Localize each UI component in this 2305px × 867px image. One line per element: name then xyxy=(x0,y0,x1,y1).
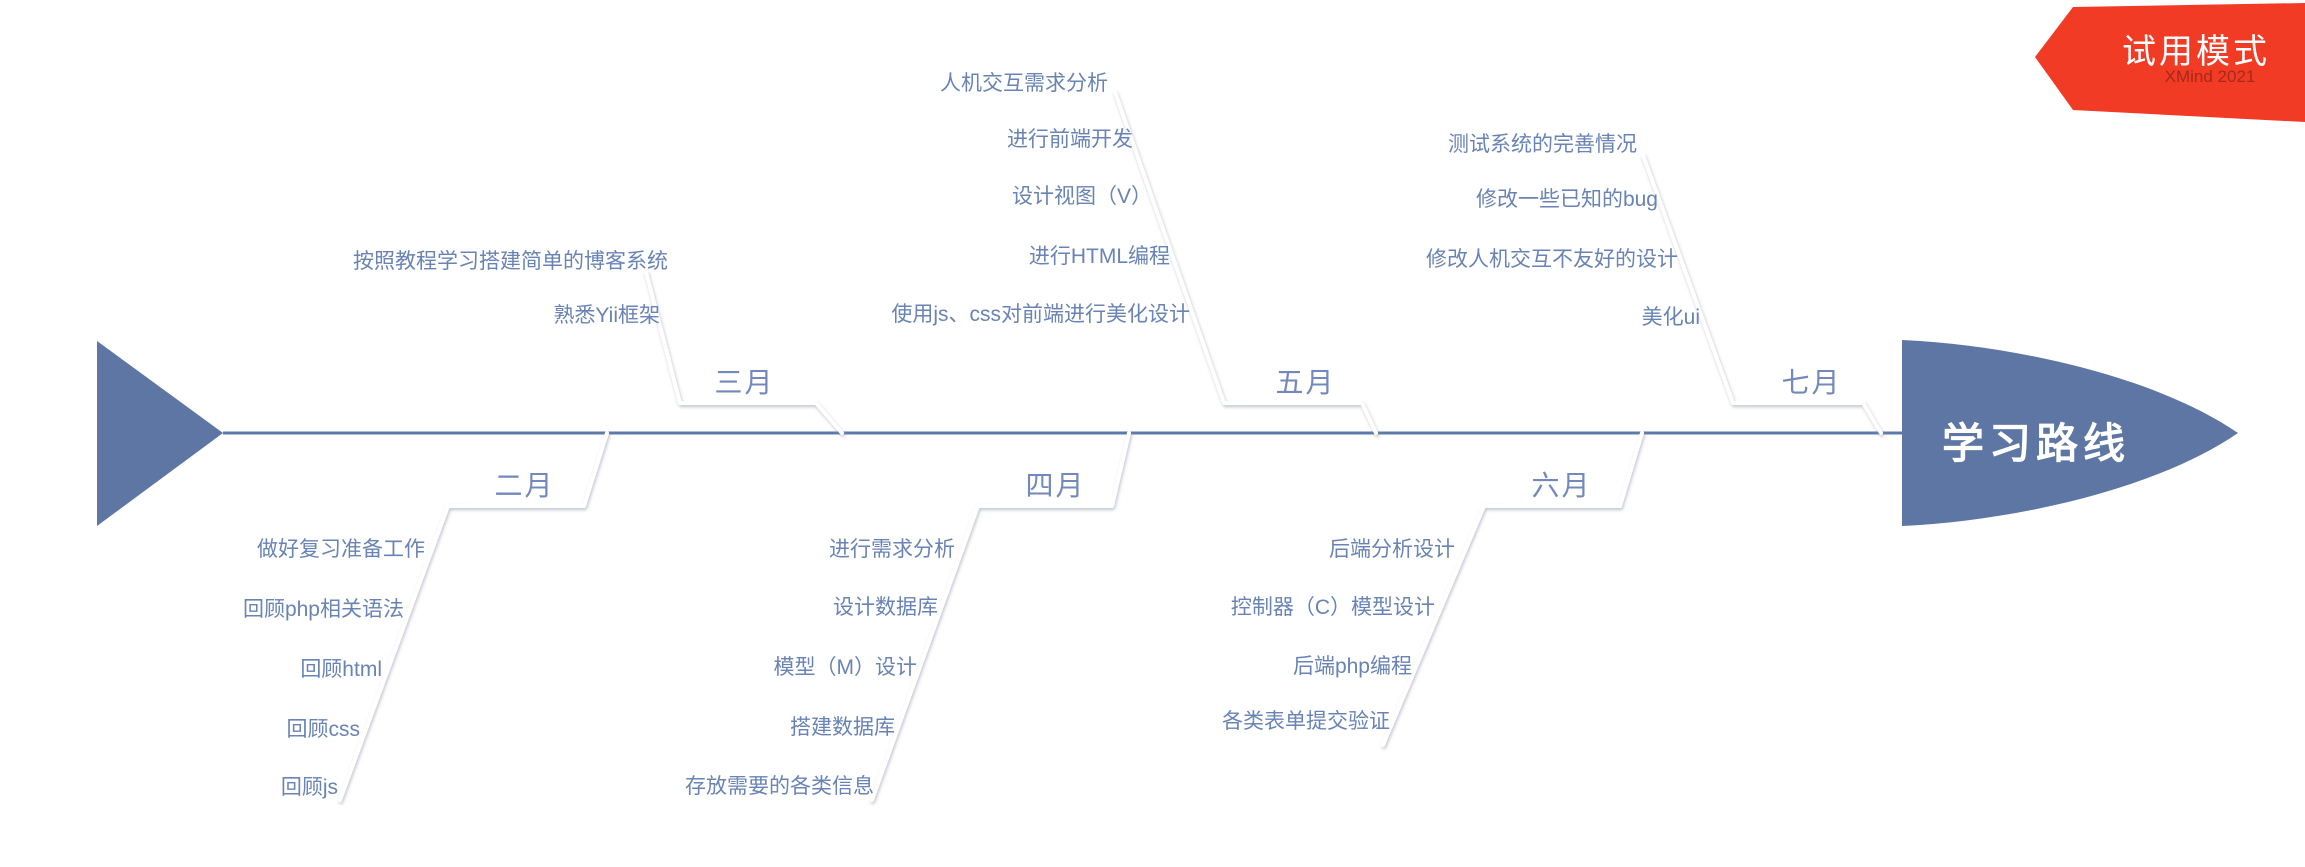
branch-line-feb xyxy=(338,431,609,802)
task-item[interactable]: 存放需要的各类信息 xyxy=(685,775,874,798)
task-item[interactable]: 回顾html xyxy=(300,658,382,681)
month-label-text: 七月 xyxy=(1781,367,1842,398)
month-label-feb[interactable]: 二月 xyxy=(468,464,581,504)
task-item[interactable]: 搭建数据库 xyxy=(790,716,895,739)
branch-line-may xyxy=(1113,90,1378,435)
task-item[interactable]: 回顾css xyxy=(286,718,361,741)
month-label-text: 二月 xyxy=(494,470,555,501)
task-item[interactable]: 各类表单提交验证 xyxy=(1222,710,1390,733)
task-item[interactable]: 后端php编程 xyxy=(1292,655,1412,678)
fish-tail xyxy=(97,341,223,526)
task-item[interactable]: 模型（M）设计 xyxy=(773,656,918,679)
month-label-text: 三月 xyxy=(714,367,775,398)
branch-line-mar xyxy=(644,270,844,435)
fish-head[interactable] xyxy=(1902,340,2238,526)
task-item[interactable]: 美化ui xyxy=(1641,306,1700,329)
month-label-text: 五月 xyxy=(1275,367,1336,398)
task-item[interactable]: 回顾js xyxy=(280,776,338,799)
branch-line-apr xyxy=(870,431,1131,802)
month-label-mar[interactable]: 三月 xyxy=(688,361,801,401)
task-item[interactable]: 熟悉Yii框架 xyxy=(553,304,660,327)
task-item[interactable]: 进行前端开发 xyxy=(1007,128,1133,151)
month-label-text: 四月 xyxy=(1025,470,1086,501)
branch-line-jun xyxy=(1381,431,1644,747)
trial-badge-ribbon[interactable] xyxy=(2035,3,2305,122)
trial-mode-badge-subtitle: XMind 2021 xyxy=(2164,67,2256,86)
task-item[interactable]: 使用js、css对前端进行美化设计 xyxy=(891,303,1190,326)
task-item[interactable]: 控制器（C）模型设计 xyxy=(1230,596,1435,619)
task-item[interactable]: 后端分析设计 xyxy=(1329,538,1455,561)
month-label-text: 六月 xyxy=(1531,470,1592,501)
task-item[interactable]: 设计视图（V） xyxy=(1011,185,1152,208)
task-item[interactable]: 测试系统的完善情况 xyxy=(1448,133,1637,156)
month-label-jun[interactable]: 六月 xyxy=(1505,464,1618,504)
task-item[interactable]: 按照教程学习搭建简单的博客系统 xyxy=(353,250,668,273)
trial-mode-badge-title: 试用模式 xyxy=(2122,33,2270,71)
task-item[interactable]: 人机交互需求分析 xyxy=(940,72,1108,95)
central-topic-label[interactable]: 学习路线 xyxy=(1941,420,2130,467)
task-item[interactable]: 进行需求分析 xyxy=(829,538,955,561)
task-item[interactable]: 修改人机交互不友好的设计 xyxy=(1426,248,1678,271)
task-item[interactable]: 修改一些已知的bug xyxy=(1475,188,1658,211)
task-item[interactable]: 设计数据库 xyxy=(833,596,938,619)
month-label-apr[interactable]: 四月 xyxy=(999,464,1112,504)
task-item[interactable]: 做好复习准备工作 xyxy=(257,538,425,561)
task-item[interactable]: 回顾php相关语法 xyxy=(242,598,404,621)
month-label-may[interactable]: 五月 xyxy=(1249,361,1362,401)
task-item[interactable]: 进行HTML编程 xyxy=(1028,245,1170,268)
month-label-jul[interactable]: 七月 xyxy=(1755,361,1868,401)
branch-line-jul xyxy=(1641,153,1883,435)
